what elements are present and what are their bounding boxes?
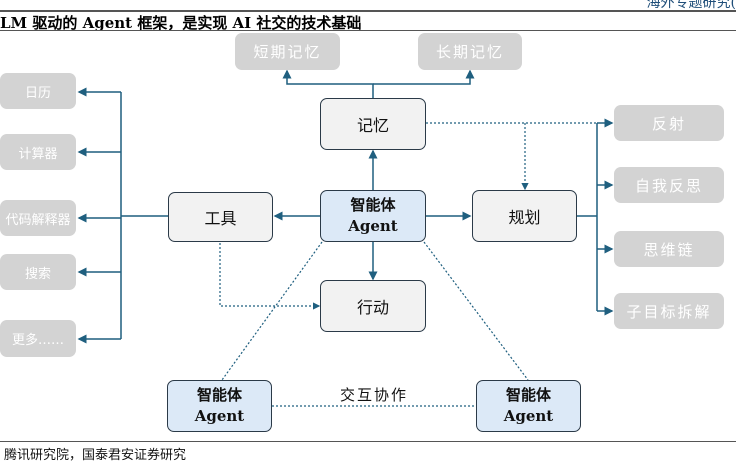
plan-item-self-reflection: 自我反思 [614, 167, 724, 203]
tool-item-search: 搜索 [0, 254, 76, 290]
agent-a-cn: 智能体 [196, 386, 242, 404]
source-note: 腾讯研究院，国泰君安证券研究 [4, 448, 187, 463]
plan-item-reflection: 反射 [614, 105, 724, 141]
tool-item-calculator: 计算器 [0, 134, 76, 170]
agent-diag-right [423, 241, 529, 381]
tools-box: 工具 [168, 192, 273, 242]
tools-action-dotted [219, 243, 321, 310]
memory-to-short [282, 69, 374, 98]
section-label: 海外专题研究( [646, 0, 736, 11]
planning-box: 规划 [472, 190, 577, 242]
short-term-memory-box: 短期记忆 [235, 33, 340, 70]
tools-trunk [120, 92, 168, 339]
plan-item-subgoal: 子目标拆解 [614, 293, 724, 329]
agent-center-box: 智能体 Agent [320, 190, 426, 242]
agent-a-box: 智能体 Agent [167, 380, 272, 432]
agent-b-cn: 智能体 [505, 386, 551, 404]
title-rule [0, 30, 736, 31]
collab-label: 交互协作 [340, 386, 409, 404]
memory-to-long [373, 69, 475, 85]
agent-b-en: Agent [503, 407, 554, 425]
tool-item-calendar: 日历 [0, 73, 76, 109]
agent-b-box: 智能体 Agent [476, 380, 581, 432]
memory-box: 记忆 [320, 98, 426, 150]
tool-item-more: 更多…… [0, 320, 76, 357]
footer-rule [0, 441, 736, 442]
agent-cn: 智能体 [350, 196, 396, 214]
figure-title: LM 驱动的 Agent 框架，是实现 AI 社交的技术基础 [0, 14, 362, 32]
long-term-memory-box: 长期记忆 [418, 33, 522, 70]
agent-en: Agent [348, 217, 398, 235]
planning-trunk [577, 123, 598, 311]
header-rule [0, 10, 736, 12]
agent-diag-left [221, 241, 323, 381]
action-box: 行动 [320, 280, 426, 332]
tool-item-code-interpreter: 代码解释器 [0, 200, 76, 236]
plan-item-chain-of-thought: 思维链 [614, 231, 724, 267]
agent-a-en: Agent [194, 407, 245, 425]
